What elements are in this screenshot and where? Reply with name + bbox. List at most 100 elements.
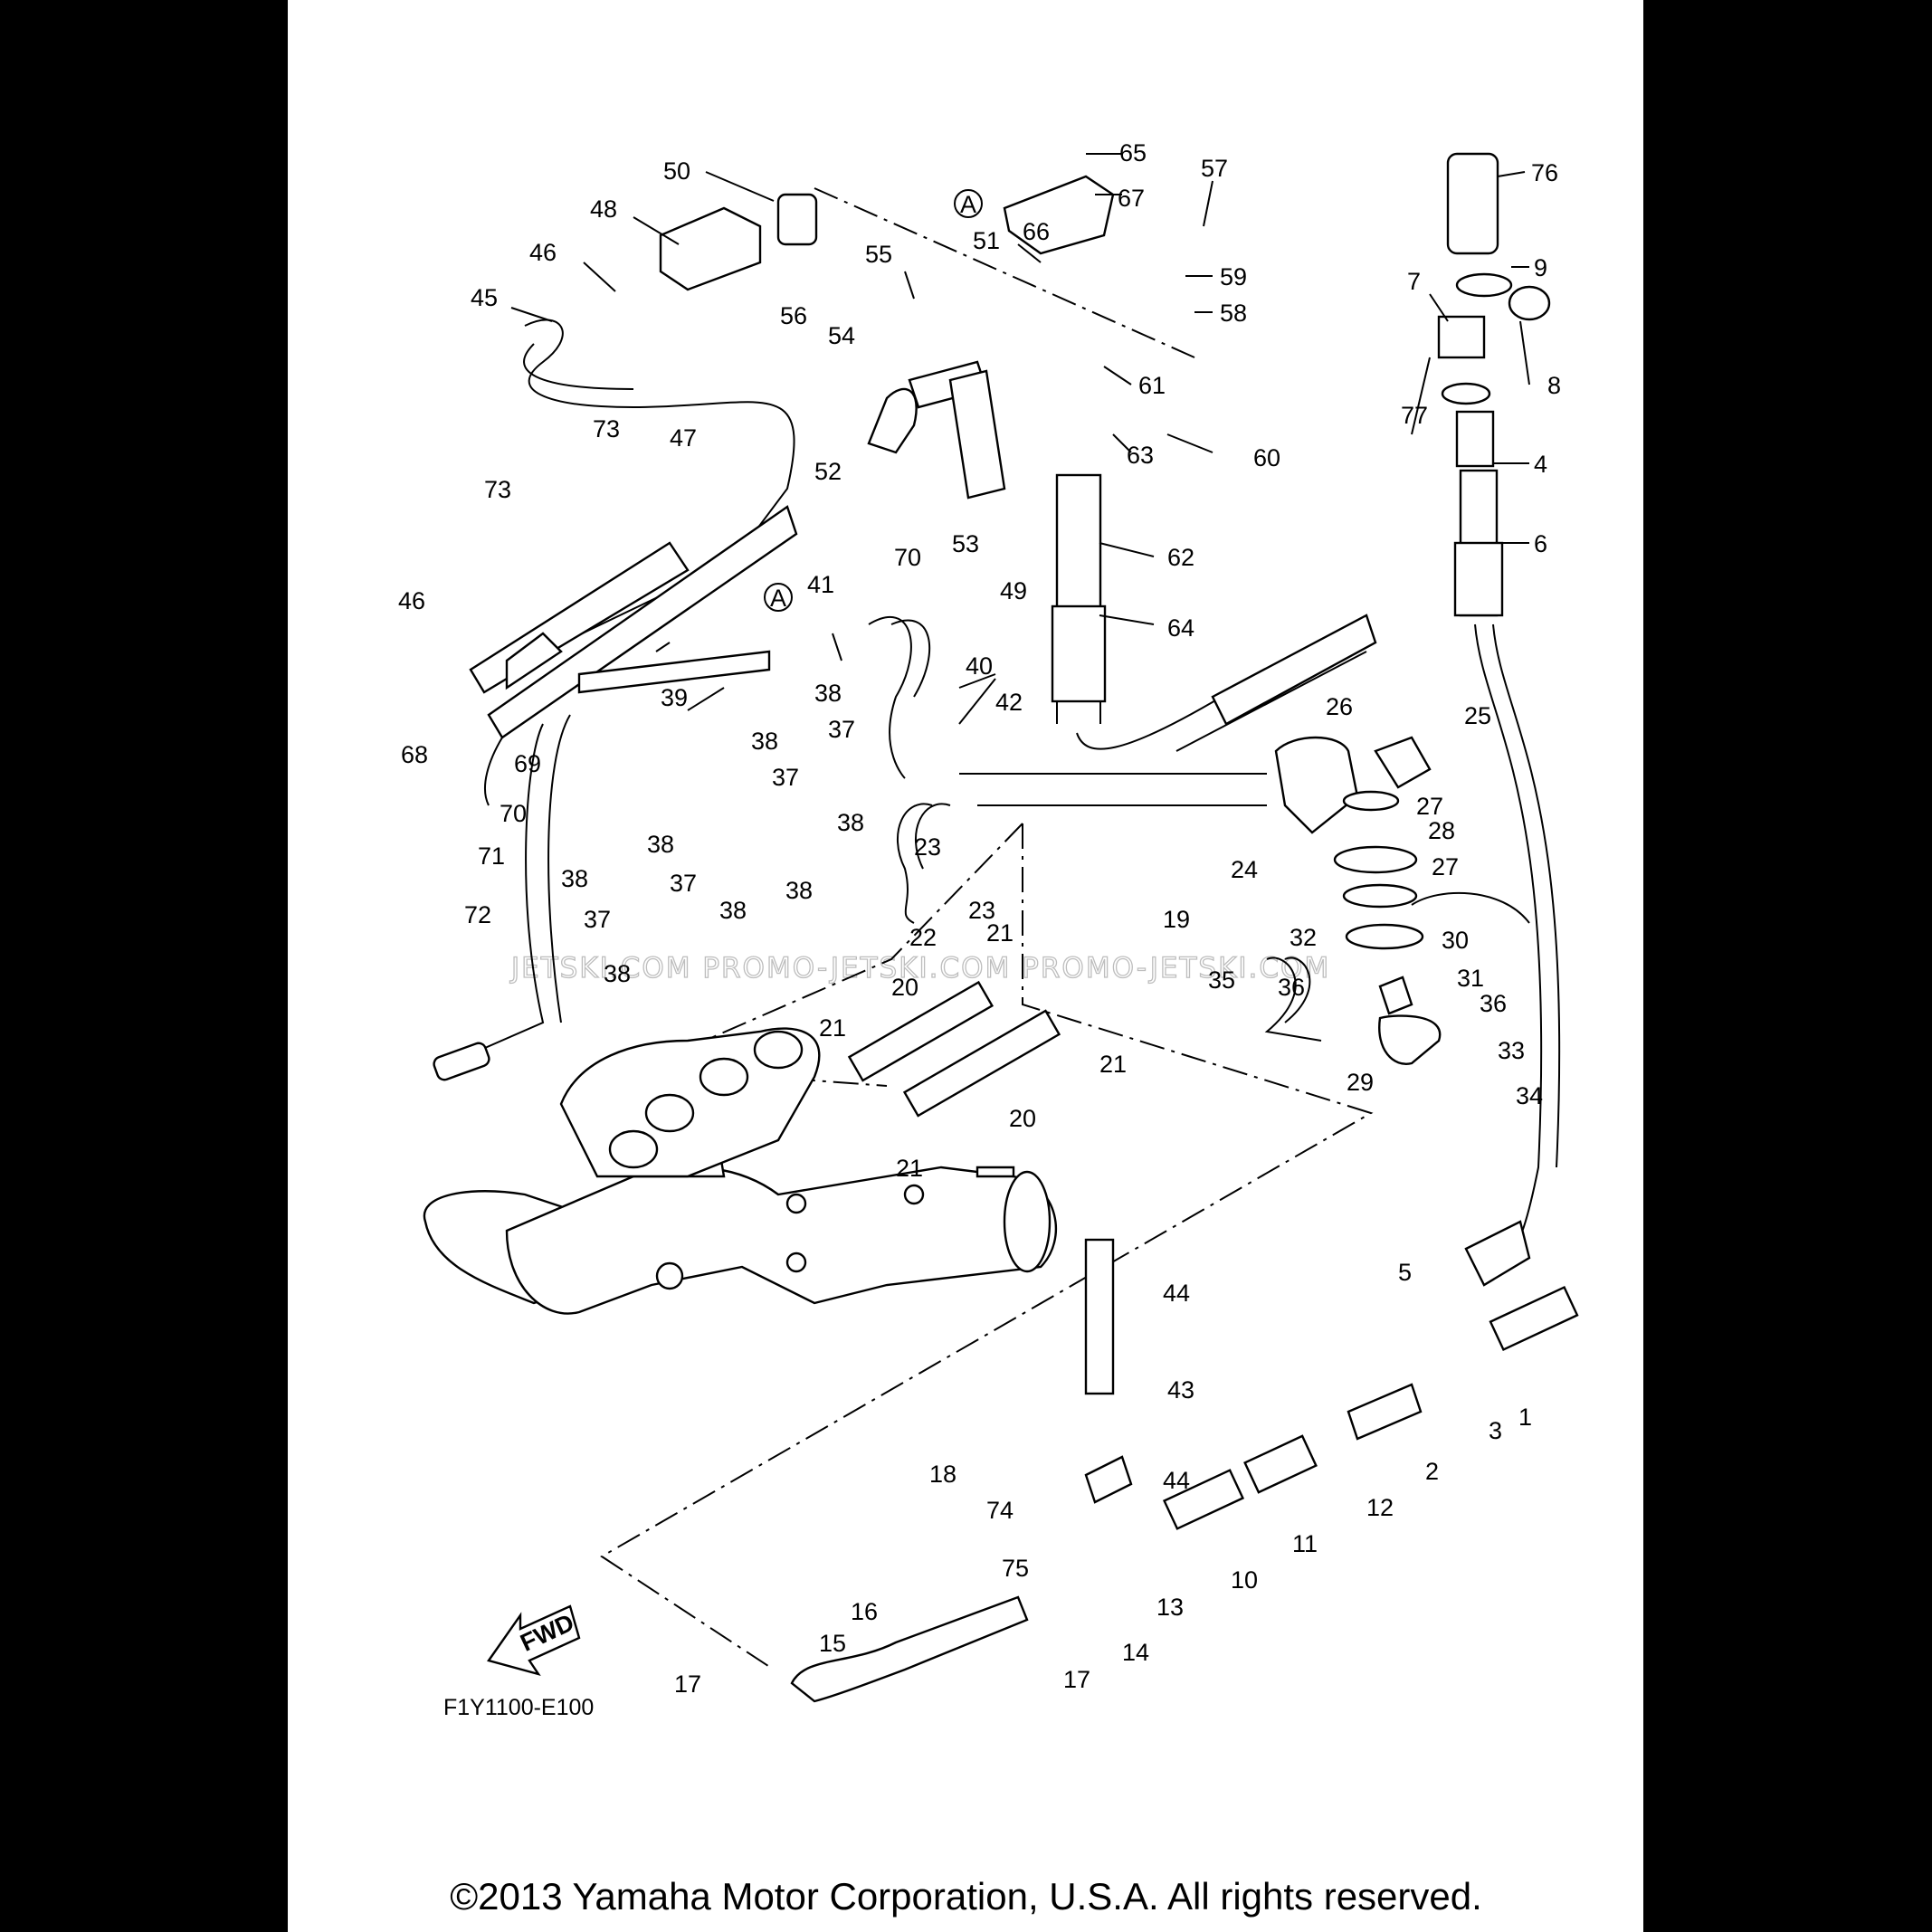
- callout-38g: 38: [837, 809, 864, 836]
- svg-text:A: A: [770, 585, 786, 612]
- callout-68: 68: [401, 741, 428, 768]
- callout-37c: 37: [670, 870, 697, 897]
- callout-19: 19: [1163, 906, 1190, 933]
- callout-37b: 37: [772, 764, 799, 791]
- callout-16: 16: [851, 1598, 878, 1625]
- callout-35: 35: [1208, 966, 1235, 994]
- hose-45-47: [469, 319, 795, 694]
- copyright-notice: ©2013 Yamaha Motor Corporation, U.S.A. A…: [450, 1875, 1482, 1918]
- callout-65: 65: [1119, 139, 1147, 167]
- callout-38f: 38: [785, 877, 813, 904]
- callout-21a: 21: [986, 919, 1014, 947]
- callout-43: 43: [1167, 1376, 1194, 1404]
- ref-marker-a-mid: A: [764, 583, 793, 612]
- callout-58: 58: [1220, 300, 1247, 327]
- callout-7: 7: [1407, 268, 1421, 295]
- fill-hose: [1453, 469, 1561, 1287]
- exhaust-manifold: [423, 1027, 1058, 1315]
- callout-22: 22: [909, 924, 937, 951]
- callout-66: 66: [1023, 218, 1050, 245]
- leader-lines: [510, 153, 1530, 725]
- callout-37d: 37: [584, 906, 611, 933]
- callout-31: 31: [1457, 965, 1484, 992]
- callout-44b: 44: [1163, 1467, 1190, 1494]
- callout-38b: 38: [751, 728, 778, 755]
- callout-73a: 73: [593, 415, 620, 443]
- callout-24: 24: [1231, 856, 1258, 883]
- callout-62: 62: [1167, 544, 1194, 571]
- callout-59: 59: [1220, 263, 1247, 290]
- callout-45: 45: [471, 284, 498, 311]
- callout-69: 69: [514, 750, 541, 777]
- callout-4: 4: [1534, 451, 1547, 478]
- callout-53: 53: [952, 530, 979, 557]
- watermark: JETSKI.COM PROMO-JETSKI.COM PROMO-JETSKI…: [509, 952, 1330, 985]
- callout-3: 3: [1489, 1417, 1502, 1444]
- callout-36a: 36: [1278, 974, 1305, 1001]
- callout-20b: 20: [1009, 1105, 1036, 1132]
- callout-12: 12: [1366, 1494, 1394, 1521]
- drawing-code: F1Y1100-E100: [443, 1695, 594, 1720]
- callout-71: 71: [478, 842, 505, 870]
- callout-38c: 38: [647, 831, 674, 858]
- callout-33: 33: [1498, 1037, 1525, 1064]
- callout-60: 60: [1253, 444, 1280, 471]
- callout-8: 8: [1547, 372, 1561, 399]
- callout-70b: 70: [894, 544, 921, 571]
- callout-21d: 21: [896, 1155, 923, 1182]
- callout-55: 55: [865, 241, 892, 268]
- callout-42: 42: [995, 689, 1023, 716]
- callout-25: 25: [1464, 702, 1491, 729]
- callout-44a: 44: [1163, 1280, 1190, 1307]
- pipes-22-40: [868, 616, 1530, 1042]
- callout-labels: 1 2 3 4 5 6 7 8 9 10 11 12 13 14 15 16 1…: [398, 139, 1561, 1698]
- diagram-sheet: [288, 0, 1643, 1932]
- callout-47: 47: [670, 424, 697, 452]
- callout-54: 54: [828, 322, 855, 349]
- callout-46b: 46: [398, 587, 425, 614]
- callout-72: 72: [464, 901, 491, 928]
- hose-15-16: [790, 1595, 1029, 1703]
- callout-14: 14: [1122, 1639, 1149, 1666]
- callout-26: 26: [1326, 693, 1353, 720]
- callout-67: 67: [1118, 185, 1145, 212]
- callout-49: 49: [1000, 577, 1027, 604]
- hose-10-11-43: [1084, 1238, 1579, 1530]
- callout-34: 34: [1516, 1082, 1543, 1109]
- callout-52: 52: [814, 458, 842, 485]
- callout-21b: 21: [1099, 1051, 1127, 1078]
- callout-10: 10: [1231, 1566, 1258, 1594]
- callout-40: 40: [966, 652, 993, 680]
- callout-20a: 20: [891, 974, 918, 1001]
- callout-2: 2: [1425, 1458, 1439, 1485]
- callout-27a: 27: [1416, 793, 1443, 820]
- callout-77: 77: [1401, 402, 1428, 429]
- callout-48: 48: [590, 195, 617, 223]
- callout-17a: 17: [674, 1670, 701, 1698]
- callout-64: 64: [1167, 614, 1194, 642]
- callout-32: 32: [1290, 924, 1317, 951]
- callout-61: 61: [1138, 372, 1166, 399]
- hoses-20: [847, 980, 1061, 1118]
- svg-text:A: A: [960, 191, 976, 218]
- callout-36b: 36: [1480, 990, 1507, 1017]
- callout-11: 11: [1292, 1530, 1318, 1557]
- callout-38h: 38: [604, 960, 631, 987]
- valve-parts: [577, 152, 1551, 1504]
- callout-76: 76: [1531, 159, 1558, 186]
- callout-38d: 38: [561, 865, 588, 892]
- callout-9: 9: [1534, 254, 1547, 281]
- callout-70a: 70: [500, 800, 527, 827]
- hose-right-diagonal: [1076, 614, 1377, 752]
- callout-75: 75: [1002, 1555, 1029, 1582]
- callout-29: 29: [1347, 1069, 1374, 1096]
- callout-5: 5: [1398, 1259, 1412, 1286]
- callout-6: 6: [1534, 530, 1547, 557]
- callout-30: 30: [1442, 927, 1469, 954]
- callout-38e: 38: [719, 897, 747, 924]
- callout-17b: 17: [1063, 1666, 1090, 1693]
- callout-74: 74: [986, 1497, 1014, 1524]
- ref-marker-a-top: A: [954, 189, 983, 218]
- callout-13: 13: [1156, 1594, 1184, 1621]
- callout-15: 15: [819, 1630, 846, 1657]
